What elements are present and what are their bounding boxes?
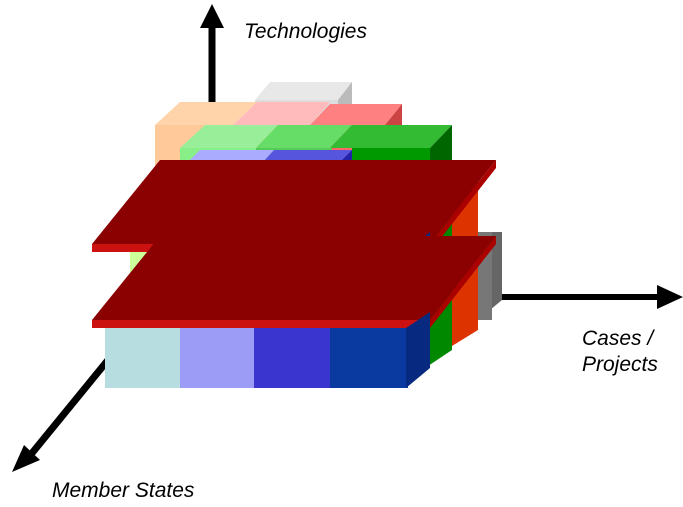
member-states-label: Member States xyxy=(52,479,195,502)
lower-shelf xyxy=(92,236,496,328)
technologies-label: Technologies xyxy=(244,20,367,43)
bottom-blocks xyxy=(105,312,430,388)
member-states-axis xyxy=(12,357,111,472)
cases-label-line1: Cases / xyxy=(582,327,654,350)
technologies-axis xyxy=(200,4,224,102)
cases-projects-label: Cases / Projects xyxy=(582,326,658,378)
cases-axis xyxy=(500,285,683,309)
cases-label-line2: Projects xyxy=(582,353,658,376)
